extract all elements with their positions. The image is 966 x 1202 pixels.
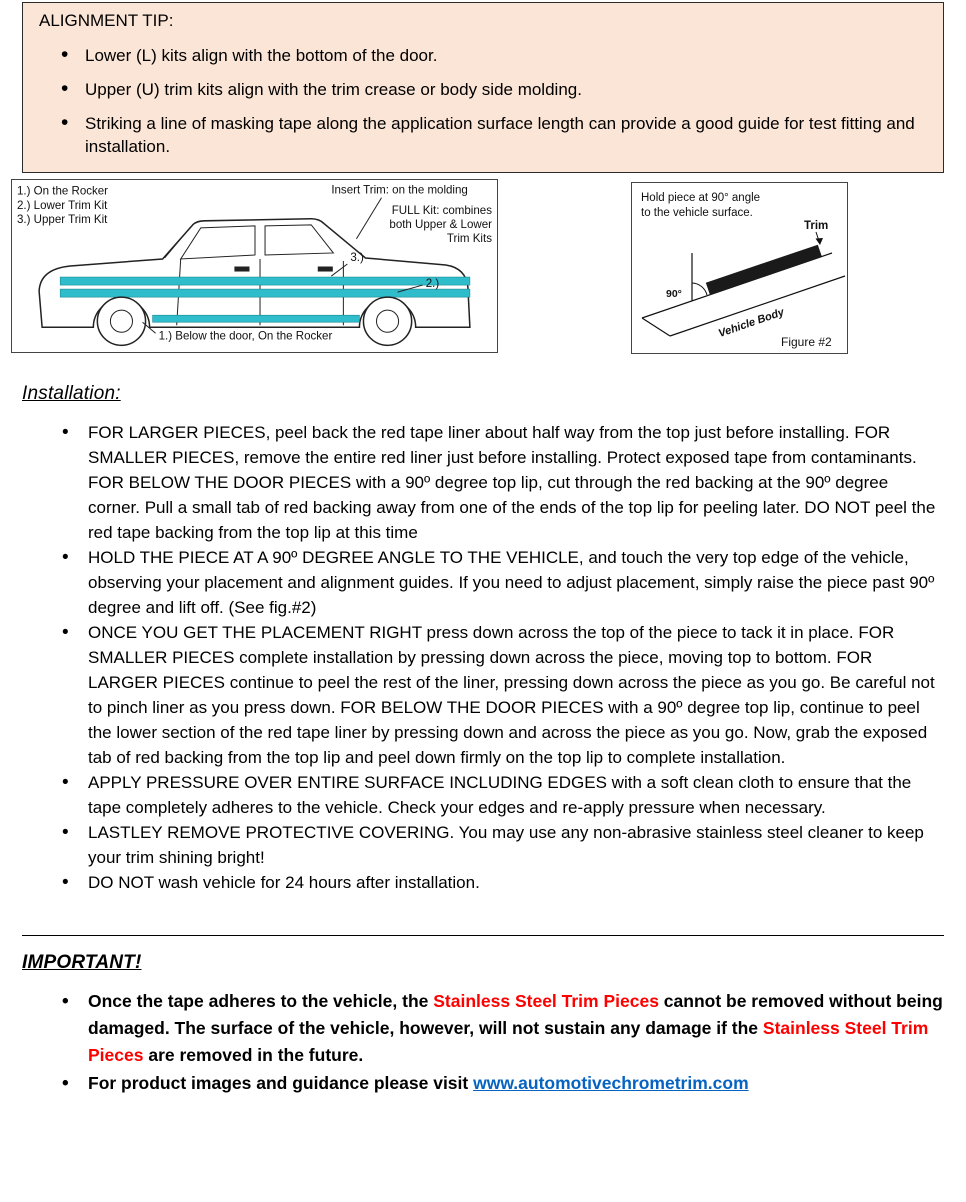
trim-pointer-arrowhead [815, 238, 823, 245]
insert-trim-label: Insert Trim: on the molding [331, 185, 468, 197]
installation-step: DO NOT wash vehicle for 24 hours after i… [22, 870, 944, 895]
angle-arc [691, 282, 708, 296]
angle-instruction-line-1: Hold piece at 90° angle [641, 192, 760, 204]
important-list: Once the tape adheres to the vehicle, th… [22, 988, 944, 1097]
car-diagram-box: 1.) On the Rocker 2.) Lower Trim Kit 3.)… [11, 179, 498, 353]
vehicle-body-label: Vehicle Body [717, 306, 787, 340]
angle-degree-label: 90° [666, 288, 682, 300]
rocker-trim-strip [152, 314, 360, 323]
installation-heading: Installation: [22, 383, 121, 404]
callout-1-label: 1.) Below the door, On the Rocker [159, 330, 333, 342]
trim-pieces-red-text: Stainless Steel Trim Pieces [433, 991, 659, 1011]
alignment-tip-list: Lower (L) kits align with the bottom of … [39, 43, 927, 158]
trim-label: Trim [804, 220, 828, 232]
warning-text: cannot be removed without being damaged.… [88, 991, 943, 1038]
diagram-row: 1.) On the Rocker 2.) Lower Trim Kit 3.)… [0, 179, 966, 358]
angle-figure-box: Hold piece at 90° angle to the vehicle s… [631, 182, 848, 354]
warning-text: are removed in the future. [143, 1045, 364, 1065]
installation-step: APPLY PRESSURE OVER ENTIRE SURFACE INCLU… [22, 770, 944, 820]
important-website-item: For product images and guidance please v… [22, 1070, 944, 1097]
alignment-tip-item: Upper (U) trim kits align with the trim … [39, 77, 927, 101]
important-heading: IMPORTANT! [22, 952, 142, 973]
website-link[interactable]: www.automotivechrometrim.com [473, 1073, 749, 1093]
full-kit-line-3: Trim Kits [447, 233, 492, 245]
legend-line-2: 2.) Lower Trim Kit [17, 200, 108, 212]
upper-trim-strip [59, 276, 471, 286]
section-divider [22, 935, 944, 936]
installation-list: FOR LARGER PIECES, peel back the red tap… [22, 420, 944, 895]
full-kit-line-2: both Upper & Lower [389, 219, 492, 231]
legend-line-1: 1.) On the Rocker [17, 186, 108, 198]
insert-trim-pointer-line [355, 197, 382, 240]
callout-1-pointer [142, 321, 156, 334]
callout-2-label: 2.) [426, 278, 440, 290]
website-prompt-text: For product images and guidance please v… [88, 1073, 474, 1093]
callout-3-pointer [331, 263, 348, 277]
installation-step: LASTLEY REMOVE PROTECTIVE COVERING. You … [22, 820, 944, 870]
rear-wheel [362, 296, 413, 347]
important-section: IMPORTANT! Once the tape adheres to the … [22, 952, 944, 1097]
lower-trim-strip [59, 288, 471, 298]
angle-figure-svg: Hold piece at 90° angle to the vehicle s… [641, 192, 846, 349]
legend-line-3: 3.) Upper Trim Kit [17, 214, 108, 226]
angle-instruction-line-2: to the vehicle surface. [641, 207, 753, 219]
callout-3-label: 3.) [350, 252, 364, 264]
alignment-tip-title: ALIGNMENT TIP: [39, 11, 174, 30]
installation-section: Installation: FOR LARGER PIECES, peel ba… [22, 383, 944, 895]
trim-piece [705, 244, 822, 295]
car-windows [164, 224, 335, 260]
installation-step: HOLD THE PIECE AT A 90º DEGREE ANGLE TO … [22, 545, 944, 620]
trim-pieces-red-text: Stainless Steel Trim Pieces [88, 1018, 929, 1065]
important-damage-warning: Once the tape adheres to the vehicle, th… [22, 988, 944, 1069]
installation-step: FOR LARGER PIECES, peel back the red tap… [22, 420, 944, 545]
alignment-tip-item: Lower (L) kits align with the bottom of … [39, 43, 927, 67]
front-wheel [96, 296, 147, 347]
installation-step: ONCE YOU GET THE PLACEMENT RIGHT press d… [22, 620, 944, 770]
full-kit-line-1: FULL Kit: combines [392, 205, 492, 217]
car-diagram-svg: 1.) On the Rocker 2.) Lower Trim Kit 3.)… [17, 185, 492, 347]
figure-number-label: Figure #2 [781, 335, 832, 349]
alignment-tip-item: Striking a line of masking tape along th… [39, 111, 927, 158]
warning-text: Once the tape adheres to the vehicle, th… [88, 991, 434, 1011]
callout-2-pointer [397, 284, 423, 293]
alignment-tip-box: ALIGNMENT TIP: Lower (L) kits align with… [22, 2, 944, 173]
